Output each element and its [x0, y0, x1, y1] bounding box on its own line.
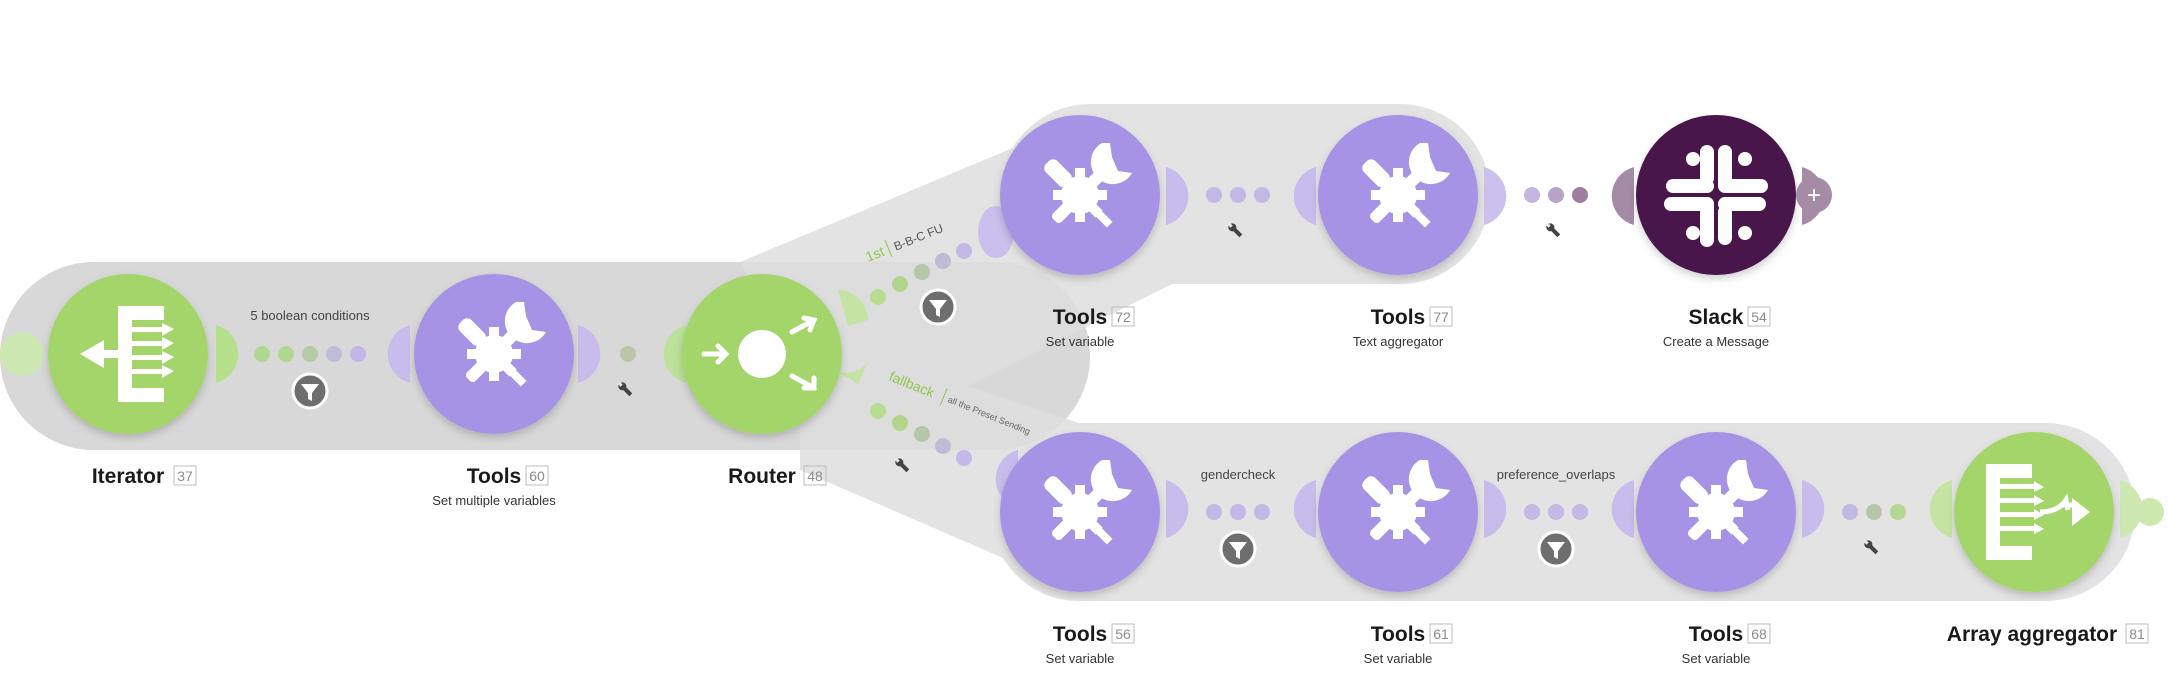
module-iterator[interactable] [48, 274, 208, 434]
svg-text:Tools: Tools [1053, 623, 1107, 646]
module-tools-60[interactable] [414, 274, 574, 434]
module-label-tools-56: Tools 56 Set variable [1046, 623, 1135, 666]
iterator-icon [80, 306, 174, 402]
svg-text:37: 37 [177, 468, 193, 484]
module-label-tools-61: Tools 61 Set variable [1364, 623, 1453, 666]
svg-text:Router: Router [728, 465, 796, 488]
module-label-router: Router 48 [728, 465, 827, 488]
filter-icon [301, 384, 319, 401]
wrench-icon[interactable] [893, 456, 911, 474]
module-slack[interactable] [1636, 115, 1796, 275]
svg-text:Set variable: Set variable [1046, 334, 1115, 349]
svg-text:Slack: Slack [1689, 306, 1744, 329]
filter-badge-router-upper[interactable] [919, 288, 957, 326]
wrench-icon[interactable] [1862, 538, 1880, 556]
module-label-slack: Slack 54 Create a Message [1663, 306, 1771, 349]
filter-icon [929, 300, 947, 317]
module-tools-72[interactable] [1000, 115, 1160, 275]
wrench-icon[interactable] [1226, 221, 1244, 239]
slack-icon [1664, 145, 1768, 247]
svg-text:Array aggregator: Array aggregator [1947, 623, 2117, 646]
module-label-iterator: Iterator 37 [92, 465, 197, 488]
svg-text:61: 61 [1433, 626, 1449, 642]
module-label-array-aggregator: Array aggregator 81 [1947, 623, 2149, 646]
filter-icon [1229, 542, 1247, 559]
plus-icon: + [1807, 182, 1821, 209]
module-tools-61[interactable] [1318, 432, 1478, 592]
link-label-gendercheck: gendercheck [1201, 467, 1276, 482]
module-tools-77[interactable] [1318, 115, 1478, 275]
svg-text:1st: 1st [863, 243, 886, 265]
array-aggregator-icon [1986, 464, 2090, 560]
svg-text:81: 81 [2129, 626, 2145, 642]
svg-text:Tools: Tools [1371, 623, 1425, 646]
svg-text:Tools: Tools [1053, 306, 1107, 329]
filter-badge-iterator-tools60[interactable] [291, 372, 329, 410]
router-icon [701, 315, 818, 391]
module-router[interactable] [682, 274, 842, 434]
svg-text:72: 72 [1115, 309, 1131, 325]
module-tools-56[interactable] [1000, 432, 1160, 592]
svg-text:Iterator: Iterator [92, 465, 164, 488]
module-label-tools-68: Tools 68 Set variable [1682, 623, 1771, 666]
svg-text:Set variable: Set variable [1046, 651, 1115, 666]
svg-text:60: 60 [529, 468, 545, 484]
module-label-tools-77: Tools 77 Text aggregator [1353, 306, 1453, 349]
wrench-icon[interactable] [1544, 221, 1562, 239]
module-label-tools-60: Tools 60 Set multiple variables [432, 465, 556, 508]
svg-text:Set variable: Set variable [1364, 651, 1433, 666]
svg-text:Tools: Tools [1689, 623, 1743, 646]
module-array-aggregator[interactable] [1954, 432, 2114, 592]
filter-badge-tools56-tools61[interactable] [1219, 530, 1257, 568]
connections [0, 167, 2164, 538]
svg-text:48: 48 [807, 468, 823, 484]
svg-text:Tools: Tools [467, 465, 521, 488]
svg-text:Create a Message: Create a Message [1663, 334, 1769, 349]
module-tools-68[interactable] [1636, 432, 1796, 592]
filter-badge-tools61-tools68[interactable] [1537, 530, 1575, 568]
filter-icon [1547, 542, 1565, 559]
svg-text:77: 77 [1433, 309, 1449, 325]
wrench-icon[interactable] [616, 380, 634, 398]
svg-text:Set multiple variables: Set multiple variables [432, 493, 556, 508]
svg-text:Tools: Tools [1371, 306, 1425, 329]
svg-text:68: 68 [1751, 626, 1767, 642]
link-label-iterator-tools60: 5 boolean conditions [250, 308, 370, 323]
svg-text:56: 56 [1115, 626, 1131, 642]
add-module-button[interactable]: + [1796, 167, 1832, 225]
svg-text:Set variable: Set variable [1682, 651, 1751, 666]
module-label-tools-72: Tools 72 Set variable [1046, 306, 1135, 349]
svg-text:54: 54 [1751, 309, 1767, 325]
svg-text:Text aggregator: Text aggregator [1353, 334, 1444, 349]
link-label-preference-overlaps: preference_overlaps [1497, 467, 1616, 482]
